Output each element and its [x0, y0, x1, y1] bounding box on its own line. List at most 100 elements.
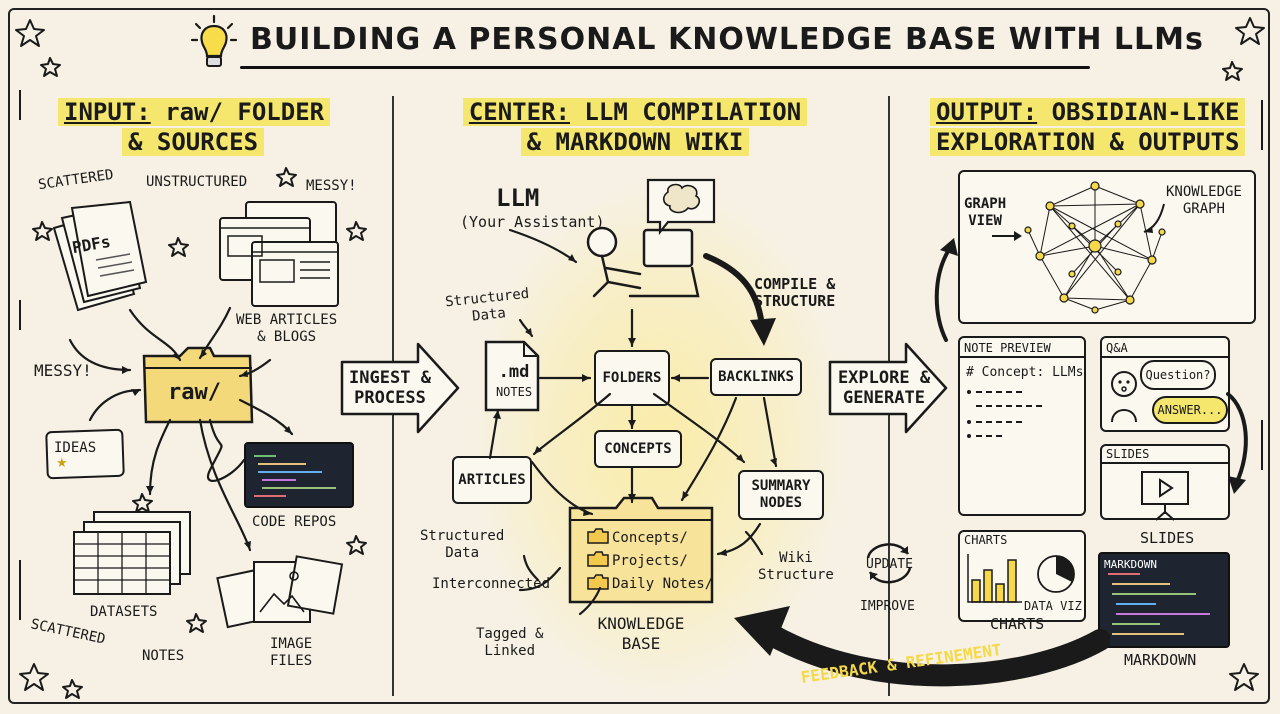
markdown-label: MARKDOWN [1124, 651, 1197, 669]
center-flow-arrows [488, 228, 778, 616]
center-heading: CENTER: LLM COMPILATION & MARKDOWN WIKI [460, 97, 810, 157]
star-icon [40, 57, 61, 77]
page-title: BUILDING A PERSONAL KNOWLEDGE BASE WITH … [250, 22, 1204, 57]
ingest-arrow [340, 342, 460, 434]
label-ideas: IDEAS [54, 440, 97, 456]
md-notes-page-icon [484, 340, 540, 412]
label-tagged-linked: Tagged &Linked [476, 626, 544, 659]
qa-rule [1102, 356, 1228, 358]
label-datasets: DATASETS [90, 604, 158, 620]
star-icon [276, 167, 297, 187]
slides-title: SLIDES [1106, 447, 1150, 461]
knowledge-base-folder-icon [568, 496, 714, 604]
presentation-icon [1141, 471, 1189, 521]
star-icon [1235, 17, 1265, 45]
llm-assistant-figure [586, 178, 716, 298]
star-icon [186, 613, 207, 633]
page-frame [8, 8, 1270, 704]
note-preview-panel [958, 336, 1086, 516]
star-icon [62, 679, 83, 699]
note-preview-title: NOTE PREVIEW [964, 341, 1051, 355]
markdown-window [1098, 552, 1230, 648]
label-unstructured: UNSTRUCTURED [146, 174, 248, 190]
thought-bubble-icon [646, 178, 716, 236]
bar-chart-icon [967, 554, 1075, 603]
raw-folder-label: raw/ [168, 380, 221, 405]
kb-item-projects: Projects/ [612, 553, 688, 569]
feedback-arrow [734, 606, 1110, 687]
star-icon [1222, 61, 1243, 81]
label-compile: COMPILE &STRUCTURE [754, 275, 836, 310]
explore-label: EXPLORE &GENERATE [837, 368, 931, 408]
charts-panel [958, 530, 1086, 622]
markdown-title: MARKDOWN [1104, 558, 1157, 571]
answer-bubble: ANSWER... [1152, 396, 1228, 424]
label-messy-top: MESSY! [306, 178, 357, 194]
star-icon [32, 221, 53, 241]
web-articles-icon [219, 201, 339, 307]
star-icon [15, 19, 45, 47]
concepts-node: CONCEPTS [594, 430, 682, 468]
lightbulb-icon [190, 14, 238, 76]
qa-title: Q&A [1106, 341, 1128, 355]
star-icon [1229, 663, 1259, 691]
graph-view-pointer-arrow [992, 231, 1022, 241]
star-icon: ★ [56, 456, 68, 471]
image-files-icon [216, 555, 344, 629]
person-icon [1111, 371, 1137, 423]
backlinks-node: BACKLINKS [710, 358, 802, 396]
graph-view-panel [958, 170, 1256, 324]
datasets-icon [73, 511, 191, 595]
data-viz-label: DATA VIZ [1024, 599, 1082, 613]
star-icon [168, 237, 189, 257]
star-icon [19, 663, 49, 691]
code-repo-window [244, 442, 354, 508]
kb-item-daily-notes: Daily Notes/ [612, 576, 714, 592]
charts-title: CHARTS [964, 533, 1008, 547]
update-label: UPDATE [866, 557, 913, 572]
note-preview-lines [967, 390, 1046, 438]
label-messy-left: MESSY! [34, 361, 92, 380]
star-icon [132, 493, 153, 513]
pdf-stack-icon [52, 200, 148, 312]
output-heading: OUTPUT: OBSIDIAN-LIKE EXPLORATION & OUTP… [930, 97, 1246, 157]
ingest-label: INGEST &PROCESS [349, 368, 431, 408]
label-web-articles: WEB ARTICLES& BLOGS [236, 312, 338, 345]
charts-label: CHARTS [990, 615, 1045, 633]
kb-item-concepts: Concepts/ [612, 530, 688, 546]
star-icon [346, 221, 367, 241]
input-flow-arrows [68, 306, 294, 552]
explore-arrow [828, 342, 948, 434]
star-icon [346, 535, 367, 555]
improve-label: IMPROVE [860, 599, 915, 614]
label-interconnected: Interconnected [432, 576, 551, 592]
question-bubble: Question? [1140, 360, 1216, 390]
compile-curved-arrow [703, 253, 776, 346]
graph-pointer-arrow [1143, 203, 1165, 233]
knowledge-graph-icon [1024, 181, 1166, 314]
title-underline [240, 66, 1090, 69]
llm-label: LLM [496, 184, 540, 212]
note-preview-heading: # Concept: LLMs [966, 365, 1084, 380]
label-notes: NOTES [142, 648, 185, 664]
slides-label: SLIDES [1140, 529, 1195, 547]
refresh-cycle-icon [866, 543, 912, 584]
explore-up-arrow [934, 238, 958, 342]
qa-to-slides-arrow [1226, 392, 1248, 494]
llm-sublabel: (Your Assistant) [460, 213, 605, 231]
note-preview-rule [960, 356, 1084, 358]
slides-rule [1102, 462, 1228, 464]
label-code-repos: CODE REPOS [252, 514, 337, 530]
input-heading: INPUT: raw/ FOLDER & SOURCES [58, 97, 331, 157]
articles-node: ARTICLES [452, 456, 532, 504]
raw-folder-icon [142, 346, 254, 424]
